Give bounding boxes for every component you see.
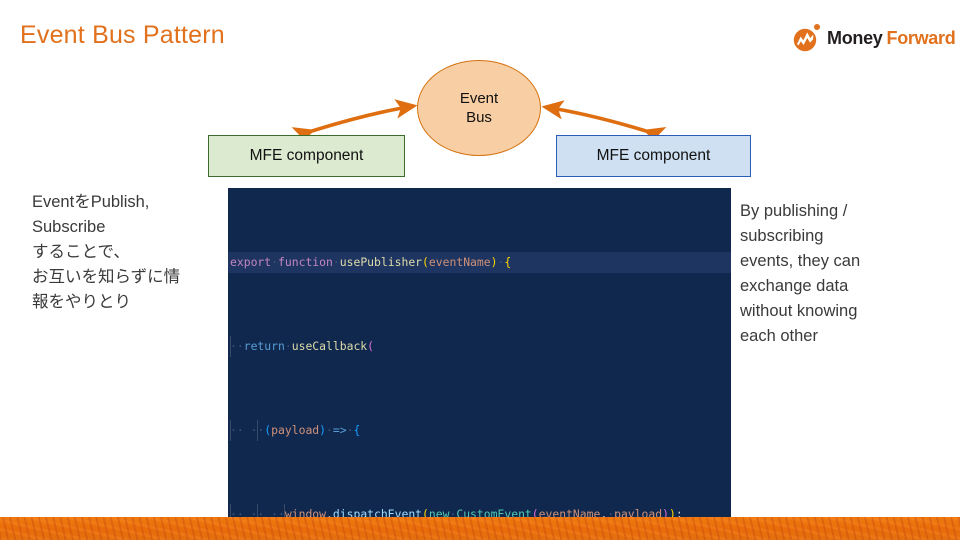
event-bus-label-line2: Bus [466,109,492,126]
mfe-component-right-label: MFE component [596,147,711,164]
code-line: ·· ··(payload)·=>·{ [228,420,731,441]
logo-word-forward: Forward [886,27,956,48]
connector-right [541,100,667,146]
mfe-component-right: MFE component [556,135,751,177]
event-bus-node: Event Bus [417,60,541,156]
code-line: export·function·usePublisher(eventName)·… [228,252,731,273]
footer-accent-bar [0,517,960,540]
logo-dot-icon [814,24,820,30]
logo-word-money: Money [827,27,883,48]
code-line: ··return·useCallback( [228,336,731,357]
connector-left [291,99,418,146]
money-forward-logo-mark-icon [792,24,820,52]
mfe-component-left: MFE component [208,135,405,177]
caption-english: By publishing / subscribing events, they… [740,202,861,345]
code-line: ·· ·· ··window.dispatchEvent(new·CustomE… [228,504,731,518]
caption-japanese: EventをPublish, Subscribe することで、 お互いを知らずに… [32,193,181,311]
page-title: Event Bus Pattern [20,21,225,49]
mfe-component-left-label: MFE component [249,147,364,164]
code-snippet: export·function·usePublisher(eventName)·… [228,188,731,518]
event-bus-label-line1: Event [459,90,499,107]
